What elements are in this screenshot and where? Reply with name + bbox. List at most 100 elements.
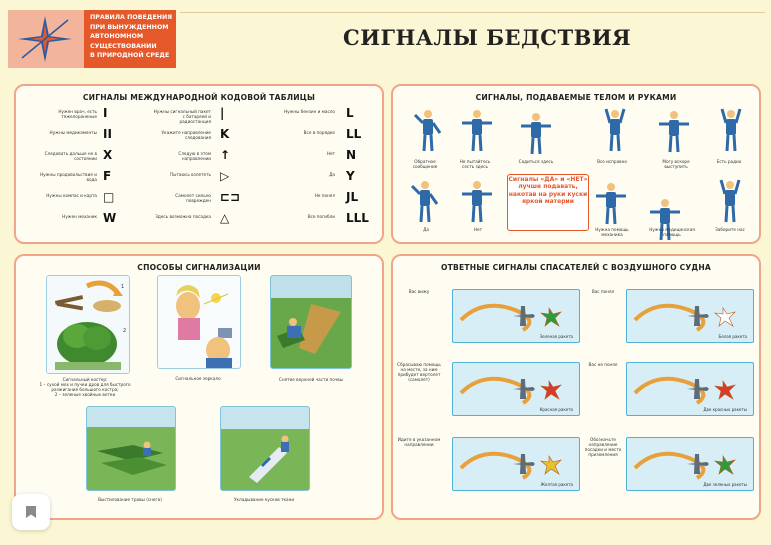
code-symbol: Y <box>346 169 355 183</box>
body-signal-label: Да <box>423 227 429 232</box>
code-symbol: L <box>346 106 354 120</box>
badge-line: автономном <box>90 33 144 41</box>
plane-rocket-illustration <box>459 376 562 405</box>
code-meaning: Нужны продовольствие и вода <box>40 172 97 182</box>
code-meaning: Следовать дальше не в состоянии <box>44 151 97 161</box>
body-signal-label: Не пытайтесь сесть здесь <box>459 159 491 169</box>
person-signal-figure <box>410 181 439 223</box>
cloth-laying-picture <box>220 406 310 491</box>
badge-line: в природной среде <box>90 52 170 60</box>
person-signal-figure <box>596 183 626 225</box>
body-signal-label: Заберите нас <box>715 227 745 232</box>
badge-line: Правила поведения <box>90 14 173 21</box>
person-signal-figure <box>604 108 626 152</box>
methods-title: СПОСОБЫ СИГНАЛИЗАЦИИ <box>137 263 261 272</box>
code-symbol: K <box>220 127 230 141</box>
compass-star-icon <box>18 16 72 62</box>
code-symbol: ↑ <box>220 148 231 162</box>
bookmark-button[interactable] <box>12 494 50 530</box>
reply-meaning: Вас вижу <box>408 289 430 294</box>
badge-text: Правила поведения при вынужденном автоно… <box>84 10 176 68</box>
code-symbol: W <box>103 211 117 225</box>
rocket-caption: Красная ракета <box>539 407 573 412</box>
signal-mirror-illustration <box>158 276 240 368</box>
reply-picture: Белая ракета <box>626 289 754 343</box>
signal-fire-picture: 1 2 <box>46 275 130 374</box>
person-signal-figure <box>462 110 492 152</box>
body-signal-label: Нужна медицинская помощь <box>649 227 695 237</box>
reply-meaning: Вас понял <box>591 289 615 294</box>
rocket-caption: Белая ракета <box>718 334 747 339</box>
body-signal-label: Все исправно <box>597 159 627 164</box>
yes-no-note: Сигналы «ДА» и «НЕТ» лучше подавать, нак… <box>507 174 589 231</box>
signal-mirror-caption: Сигнальное зеркало <box>175 376 221 381</box>
plane-rocket-illustration <box>459 451 562 480</box>
plane-rocket-illustration <box>633 451 736 480</box>
person-signal-figure <box>720 108 742 152</box>
reply-picture: Зеленая ракета <box>452 289 580 343</box>
code-symbol: □ <box>103 190 115 204</box>
code-meaning: Нет <box>326 151 335 156</box>
code-symbol: X <box>103 148 113 162</box>
reply-meaning: Обозначьте направление посадки и место п… <box>584 437 622 457</box>
code-meaning: Здесь возможна посадка <box>155 214 211 219</box>
person-signal-figure <box>719 179 741 223</box>
code-symbol: JL <box>346 190 359 204</box>
body-signal-label: Могу вскоре выступить <box>662 159 690 169</box>
code-meaning: Да <box>329 172 335 177</box>
code-meaning: Нужны медикаменты <box>49 130 97 135</box>
body-signal-label: Нужна помощь механика <box>595 227 629 237</box>
code-meaning: Все в порядке <box>303 130 335 135</box>
code-meaning: Самолет сильно поврежден <box>175 193 211 203</box>
grass-laying-illustration <box>87 407 175 490</box>
code-symbol: ⊏⊐ <box>220 190 241 204</box>
code-meaning: Нужны компас и карта <box>46 193 97 198</box>
signal-fire-caption: Сигнальный костер: 1 – сухой мох и пучки… <box>39 377 131 397</box>
page-title: СИГНАЛЫ БЕДСТВИЯ <box>343 25 632 50</box>
code-meaning: Не понял <box>314 193 335 198</box>
body-signal-label: Обратное сообщение <box>412 159 438 169</box>
code-table-panel: СИГНАЛЫ МЕЖДУНАРОДНОЙ КОДОВОЙ ТАБЛИЦЫ <box>14 84 384 244</box>
plane-rocket-illustration <box>633 303 736 332</box>
logo <box>8 10 84 68</box>
reply-picture: Красная ракета <box>452 362 580 416</box>
reply-meaning: Вас не понял <box>588 362 618 367</box>
rocket-caption: Две красных ракеты <box>703 407 747 412</box>
reply-picture: Желтая ракета <box>452 437 580 491</box>
soil-removal-picture <box>270 275 352 369</box>
cloth-laying-illustration <box>221 407 309 490</box>
code-meaning: Нужен механик <box>62 214 97 219</box>
body-signal-label: Есть радио <box>716 159 742 164</box>
code-table-title: СИГНАЛЫ МЕЖДУНАРОДНОЙ КОДОВОЙ ТАБЛИЦЫ <box>82 93 316 102</box>
signal-fire-illustration: 1 2 <box>47 276 129 373</box>
person-signal-figure <box>413 110 442 152</box>
code-symbol: | <box>220 106 225 120</box>
code-symbol: N <box>346 148 357 162</box>
body-signals-title: СИГНАЛЫ, ПОДАВАЕМЫЕ ТЕЛОМ И РУКАМИ <box>475 93 677 102</box>
person-signal-figure <box>462 181 492 223</box>
code-meaning: Все погибли <box>307 214 335 219</box>
replies-title: ОТВЕТНЫЕ СИГНАЛЫ СПАСАТЕЛЕЙ С ВОЗДУШНОГО… <box>440 263 711 272</box>
code-meaning: Нужны бензин и масло <box>283 109 335 114</box>
plane-rocket-illustration <box>633 376 736 405</box>
code-symbol: △ <box>220 211 230 225</box>
code-meaning: Нужен врач, есть тяжелораненые <box>58 109 97 119</box>
code-symbol: LLL <box>346 211 369 225</box>
code-meaning: Укажите направление следования <box>161 130 211 140</box>
rocket-caption: Желтая ракета <box>540 482 573 487</box>
soil-removal-illustration <box>271 276 351 368</box>
code-meaning: Пытаюсь взлететь <box>170 172 211 177</box>
badge-line: существовании <box>90 42 157 50</box>
code-meaning: Следую в этом направлении <box>178 151 211 161</box>
person-signal-figure <box>650 199 680 241</box>
header-rule <box>180 12 765 13</box>
grass-laying-caption: Выстилование травы (снега) <box>98 497 162 502</box>
plane-rocket-illustration <box>459 303 562 332</box>
reply-meaning: Сбрасываю помощь на месте, за ним прибуд… <box>397 362 441 382</box>
pile-label-1: 1 <box>121 284 124 290</box>
badge-line: при вынужденном <box>90 23 169 31</box>
body-signal-label: Нет <box>473 227 483 232</box>
code-symbol: I <box>103 106 108 120</box>
person-signal-figure <box>521 113 551 155</box>
